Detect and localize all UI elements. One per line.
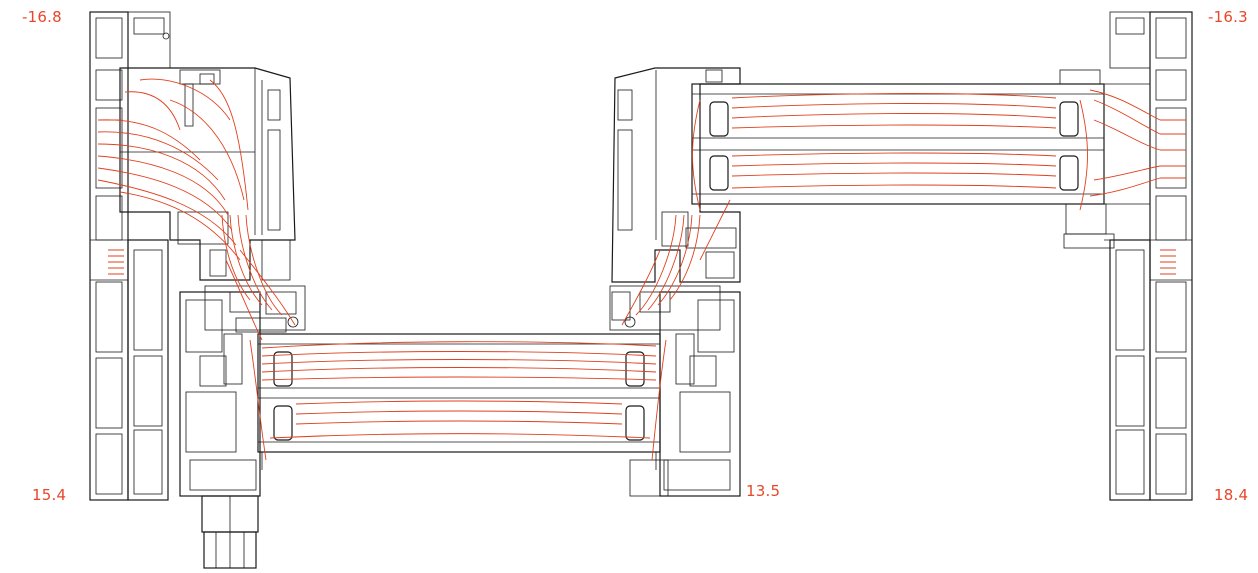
right-glass-unit bbox=[691, 69, 1115, 249]
label-bottom-middle: 13.5 bbox=[746, 482, 781, 500]
label-top-right: -16.3 bbox=[1208, 8, 1248, 26]
right-sash-block bbox=[611, 67, 741, 283]
isotherm-lines bbox=[97, 78, 1186, 461]
label-bottom-left: 15.4 bbox=[32, 486, 67, 504]
label-bottom-right: 18.4 bbox=[1214, 486, 1249, 504]
left-outer-frame bbox=[89, 11, 171, 501]
left-track bbox=[201, 495, 259, 569]
centre-glass-unit bbox=[257, 333, 661, 470]
middle-right-sash bbox=[609, 285, 741, 497]
left-sash-block bbox=[119, 67, 296, 281]
left-inner-sash bbox=[179, 285, 306, 497]
right-outer-frame bbox=[1104, 11, 1193, 501]
label-top-left: -16.8 bbox=[22, 8, 62, 26]
